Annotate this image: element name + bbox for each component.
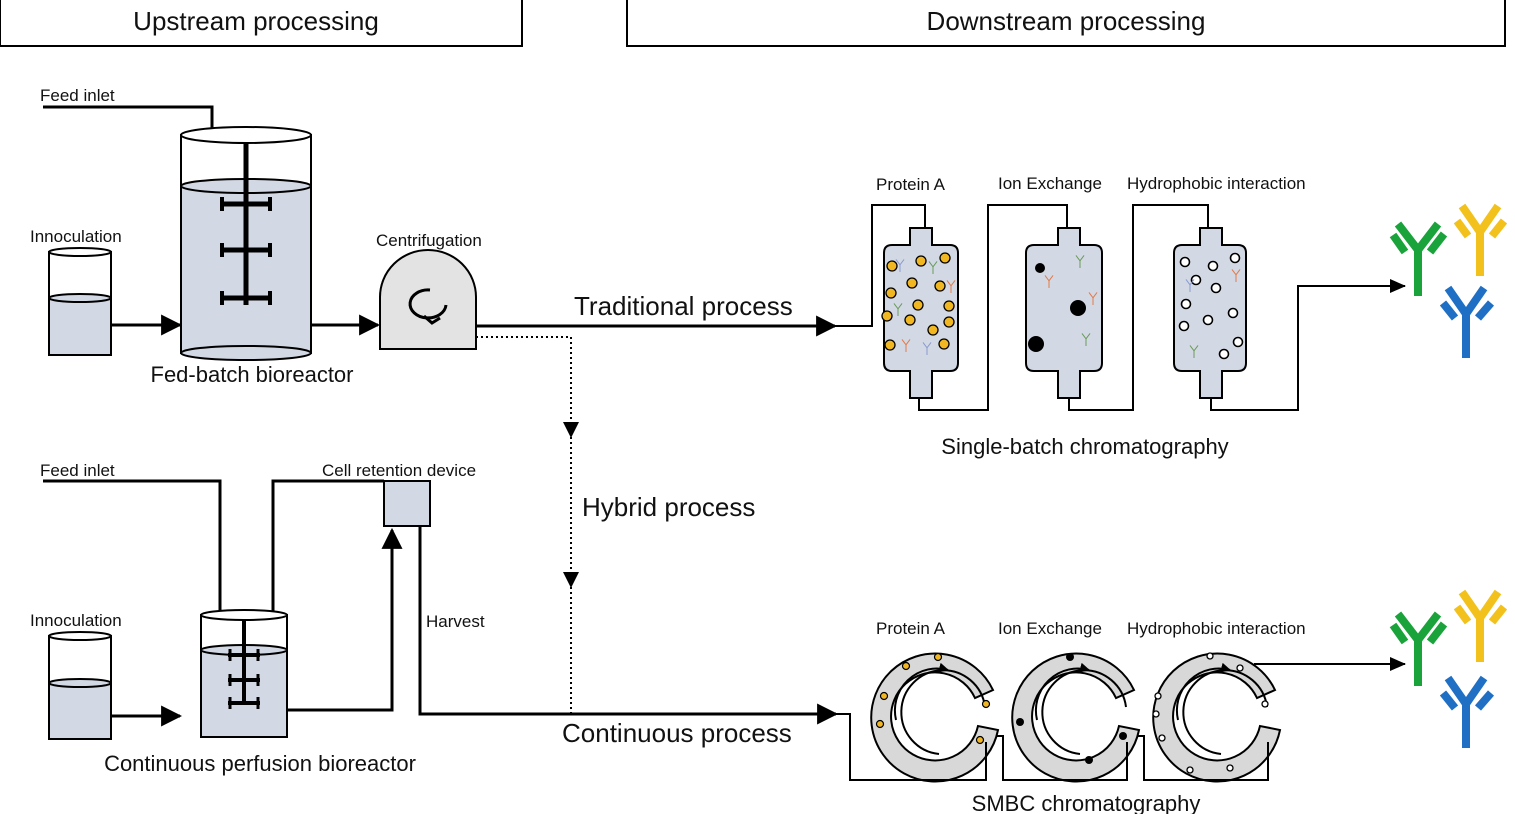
upstream-header: Upstream processing: [0, 0, 523, 47]
top-hydrophobic-column: [1173, 227, 1247, 399]
top-ion-exchange-label: Ion Exchange: [998, 174, 1102, 193]
bottom-inoculation-label: Innoculation: [30, 611, 122, 630]
perfusion-bioreactor: [200, 609, 288, 738]
antibody-yellow-icon: [1453, 589, 1508, 662]
centrifugation-label: Centrifugation: [376, 231, 482, 250]
cell-retention-device: [383, 480, 431, 527]
hybrid-arrow-1: [563, 422, 579, 438]
bottom-hydrophobic-label: Hydrophobic interaction: [1127, 619, 1306, 638]
bottom-ion-exchange-label: Ion Exchange: [998, 619, 1102, 638]
antibody-blue-icon: [1439, 675, 1495, 748]
top-column-piping: [835, 204, 1405, 411]
smbc-chromatography-label: SMBC chromatography: [972, 791, 1201, 814]
top-ion-exchange-column: [1025, 227, 1103, 399]
cell-retention-label: Cell retention device: [322, 461, 476, 480]
smbc-ring-ion-exchange: [1011, 652, 1141, 783]
top-antibody-icon-group: [1389, 203, 1508, 358]
smbc-ring-protein-a: [870, 652, 1000, 783]
top-feed-inlet-label: Feed inlet: [40, 86, 115, 105]
perfusion-bioreactor-label: Continuous perfusion bioreactor: [104, 751, 416, 776]
fed-batch-bioreactor-label: Fed-batch bioreactor: [151, 362, 354, 387]
harvest-label: Harvest: [426, 612, 485, 631]
downstream-header-label: Downstream processing: [927, 6, 1206, 36]
bottom-return-line: [271, 479, 384, 655]
single-batch-chromatography-label: Single-batch chromatography: [941, 434, 1228, 459]
traditional-process-label: Traditional process: [574, 291, 793, 321]
bottom-protein-a-label: Protein A: [876, 619, 946, 638]
harvest-line: [418, 526, 571, 716]
bottom-antibody-icon-group: [1389, 589, 1508, 748]
downstream-header: Downstream processing: [626, 0, 1506, 47]
bottom-inoculation-vessel: [48, 631, 112, 740]
smbc-ring-hydrophobic: [1152, 652, 1282, 783]
bioreactor-to-retention-line: [287, 527, 403, 712]
bottom-feed-inlet-label: Feed inlet: [40, 461, 115, 480]
continuous-process-label: Continuous process: [562, 718, 792, 748]
antibody-blue-icon: [1439, 285, 1495, 358]
top-protein-a-label: Protein A: [876, 175, 946, 194]
top-inoculation-label: Innoculation: [30, 227, 122, 246]
antibody-yellow-icon: [1453, 203, 1508, 276]
smbc-piping: [836, 663, 1405, 781]
fed-batch-bioreactor: [180, 126, 312, 361]
centrifuge: [379, 249, 477, 350]
hybrid-arrow-2: [563, 572, 579, 588]
bottom-feed-line: [43, 479, 231, 658]
top-hydrophobic-label: Hydrophobic interaction: [1127, 174, 1306, 193]
top-protein-a-column: [881, 227, 959, 399]
antibody-green-icon: [1389, 221, 1448, 296]
hybrid-path: [476, 336, 820, 715]
upstream-header-label: Upstream processing: [133, 6, 379, 36]
top-inoculation-vessel: [48, 247, 112, 356]
antibody-green-icon: [1389, 611, 1448, 686]
hybrid-process-label: Hybrid process: [582, 492, 755, 522]
